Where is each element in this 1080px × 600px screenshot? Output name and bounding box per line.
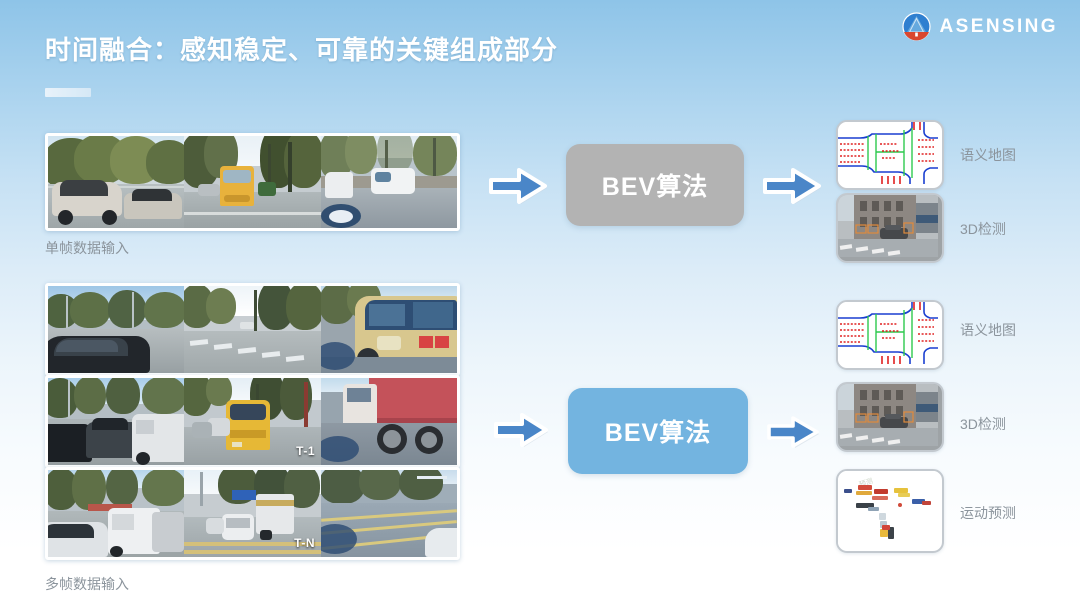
output-thumb-motion-prediction: 预测 <box>836 469 944 553</box>
camera-view-center: T-N <box>184 470 321 557</box>
arrow-right-icon <box>762 165 824 212</box>
vehicle-black-car <box>48 424 92 462</box>
camera-view-left <box>48 286 184 373</box>
camera-view-left <box>48 470 184 557</box>
multi-frame-strip-2: T-1 <box>45 375 460 468</box>
arrow-right-icon <box>493 410 551 455</box>
arrow-right-icon <box>766 413 822 456</box>
multi-frame-caption: 多帧数据输入 <box>45 576 129 592</box>
camera-view-center <box>184 286 321 373</box>
output-thumb-3d-detection <box>836 382 944 452</box>
output-label-3d-detection: 3D检测 <box>960 221 1006 237</box>
bev-algorithm-label: BEV算法 <box>604 419 712 447</box>
bev-algorithm-box-single[interactable]: BEV算法 <box>566 144 744 226</box>
output-label-semantic-map: 语义地图 <box>960 147 1016 163</box>
frame-time-tag: T-N <box>294 536 315 550</box>
arrow-right-icon <box>488 165 550 212</box>
brand-logo: ASENSING <box>901 12 1058 41</box>
pole <box>304 382 308 432</box>
output-thumb-semantic-map <box>836 300 944 370</box>
single-frame-caption: 单帧数据输入 <box>45 240 129 256</box>
camera-view-right <box>321 470 457 557</box>
multi-frame-strip-1 <box>45 283 460 376</box>
single-frame-strip <box>45 133 460 231</box>
vehicle-truck-red <box>369 378 457 424</box>
camera-view-right <box>321 286 457 373</box>
title-accent-bar <box>45 88 91 97</box>
camera-view-center: T-1 <box>184 378 321 465</box>
brand-name: ASENSING <box>939 15 1058 37</box>
camera-view-left <box>48 378 184 465</box>
page-title: 时间融合：感知稳定、可靠的关键组成部分 <box>45 35 559 65</box>
output-thumb-semantic-map <box>836 120 944 190</box>
frame-time-tag: T-1 <box>296 444 315 458</box>
vehicle-white-car <box>425 528 457 557</box>
road-sign <box>232 490 256 500</box>
asensing-emblem-icon <box>901 12 931 41</box>
output-thumb-3d-detection <box>836 193 944 263</box>
multi-frame-strip-3: T-N <box>45 467 460 560</box>
camera-view-right <box>321 136 457 228</box>
camera-view-center <box>184 136 321 228</box>
bev-algorithm-label: BEV算法 <box>601 173 709 201</box>
output-label-3d-detection: 3D检测 <box>960 416 1006 432</box>
output-label-semantic-map: 语义地图 <box>960 322 1016 338</box>
output-label-motion-prediction: 运动预测 <box>960 505 1016 521</box>
camera-view-left <box>48 136 184 228</box>
camera-view-right <box>321 378 457 465</box>
bev-algorithm-box-multi[interactable]: BEV算法 <box>568 388 748 474</box>
